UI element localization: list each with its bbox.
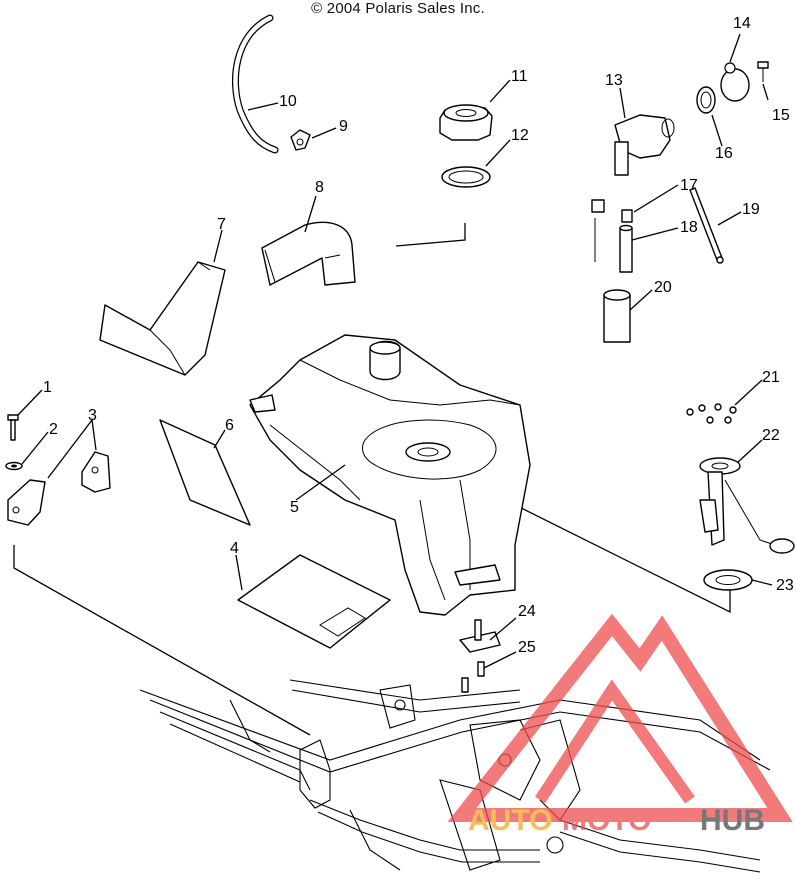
- watermark-moto: MOTO: [562, 804, 651, 837]
- part-23-gasket: [703, 569, 753, 591]
- part-1-bolt: [7, 414, 19, 441]
- callout-leaders: [17, 33, 773, 669]
- callout-13: 13: [605, 72, 623, 89]
- callout-1: 1: [43, 379, 52, 396]
- part-22-sender: [699, 457, 795, 554]
- leader-frame-right: [464, 479, 731, 614]
- callout-14: 14: [733, 15, 751, 32]
- part-2-washer: [5, 461, 23, 471]
- callout-10: 10: [279, 93, 297, 110]
- part-25-fasteners: [461, 661, 485, 693]
- part-3-bracket-left: [7, 479, 46, 526]
- callout-25: 25: [518, 639, 536, 656]
- callout-23: 23: [776, 577, 794, 594]
- part-5-fuel-tank: [249, 334, 531, 616]
- automotohub-watermark: AUTO MOTO HUB: [447, 613, 793, 837]
- part-21-screws: [686, 403, 737, 424]
- part-12-gasket: [441, 166, 491, 188]
- callout-8: 8: [315, 179, 324, 196]
- callout-11: 11: [511, 68, 528, 85]
- callout-4: 4: [230, 540, 239, 557]
- callout-7: 7: [217, 216, 226, 233]
- part-15-screw: [757, 61, 769, 82]
- callout-2: 2: [49, 421, 58, 438]
- callout-17: 17: [680, 177, 698, 194]
- part-7-heat-shield: [99, 261, 226, 376]
- callout-3: 3: [88, 407, 97, 424]
- part-11-fuel-cap: [439, 104, 493, 141]
- part-24-bracket: [459, 619, 501, 653]
- copyright-text: © 2004 Polaris Sales Inc.: [311, 0, 485, 17]
- callout-24: 24: [518, 603, 536, 620]
- leader-frame-left: [13, 545, 311, 736]
- callout-15: 15: [772, 107, 790, 124]
- part-16-gasket: [696, 86, 716, 114]
- callout-21: 21: [762, 369, 780, 386]
- part-4-plate: [237, 554, 391, 649]
- part-3-bracket-right: [81, 451, 111, 493]
- callout-5: 5: [290, 499, 299, 516]
- callout-22: 22: [762, 427, 780, 444]
- callout-numbers: 1 2 3 4 5 6 7 8 9 10 11 12 13 14 15 16 1…: [43, 15, 794, 656]
- part-10-vent-hose: [231, 14, 279, 154]
- callout-6: 6: [225, 417, 234, 434]
- callout-16: 16: [715, 145, 733, 162]
- callout-20: 20: [654, 279, 672, 296]
- part-14-disc: [720, 62, 750, 102]
- part-13-valve: [614, 114, 675, 176]
- callout-19: 19: [742, 201, 760, 218]
- callout-9: 9: [339, 118, 348, 135]
- part-18-hose: [619, 224, 633, 273]
- part-20-hose: [603, 289, 631, 343]
- leader-filler-neck: [395, 223, 466, 247]
- watermark-logo-icon: [447, 613, 793, 822]
- watermark-hub: HUB: [700, 804, 765, 837]
- part-8-hose: [261, 221, 356, 286]
- part-17-cap: [591, 199, 633, 262]
- part-19-rod: [689, 187, 724, 264]
- callout-18: 18: [680, 219, 698, 236]
- part-9-clip: [290, 129, 311, 151]
- watermark-auto: AUTO: [468, 804, 552, 837]
- callout-12: 12: [511, 127, 529, 144]
- part-6-pad: [159, 419, 251, 526]
